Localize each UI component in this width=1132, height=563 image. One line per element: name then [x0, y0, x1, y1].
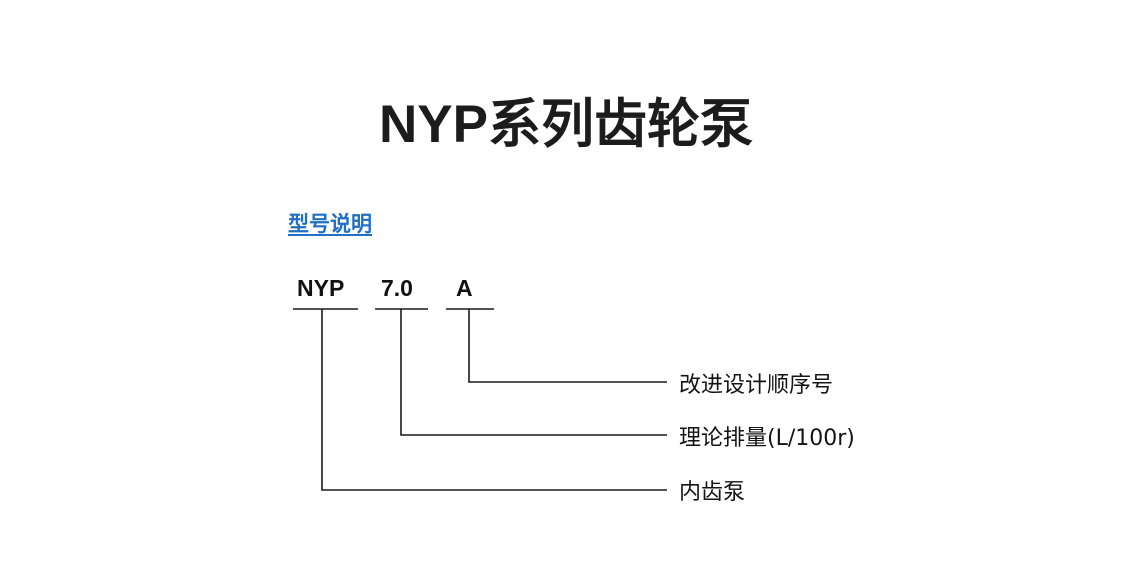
section-heading: 型号说明: [288, 212, 372, 236]
callout-revision-note: 改进设计顺序号: [679, 373, 834, 398]
page-title: NYP系列齿轮泵: [379, 95, 753, 154]
code-token-series: NYP: [297, 275, 345, 301]
leader-displacement: [400, 309, 667, 436]
callout-displacement-note: 理论排量(L/100r): [679, 426, 855, 451]
leader-revision: [468, 309, 667, 383]
leader-series: [321, 309, 667, 491]
callout-series-note: 内齿泵: [679, 480, 746, 505]
code-token-displacement: 7.0: [381, 275, 413, 301]
code-token-revision: A: [456, 275, 473, 301]
